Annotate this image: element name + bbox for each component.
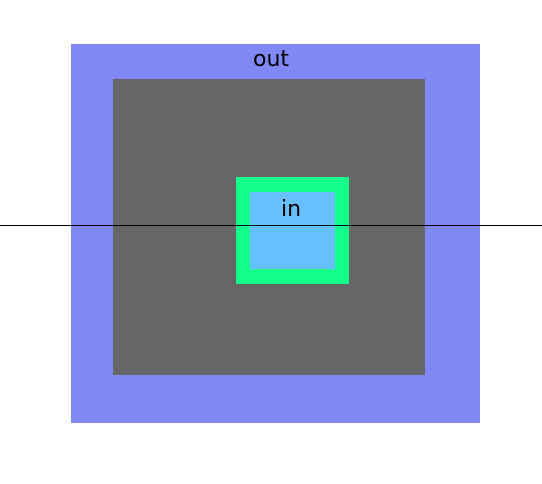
out-label: out: [253, 47, 290, 72]
in-label: in: [281, 197, 302, 222]
horizontal-line: [0, 225, 542, 226]
inner-light-box: [250, 192, 335, 269]
